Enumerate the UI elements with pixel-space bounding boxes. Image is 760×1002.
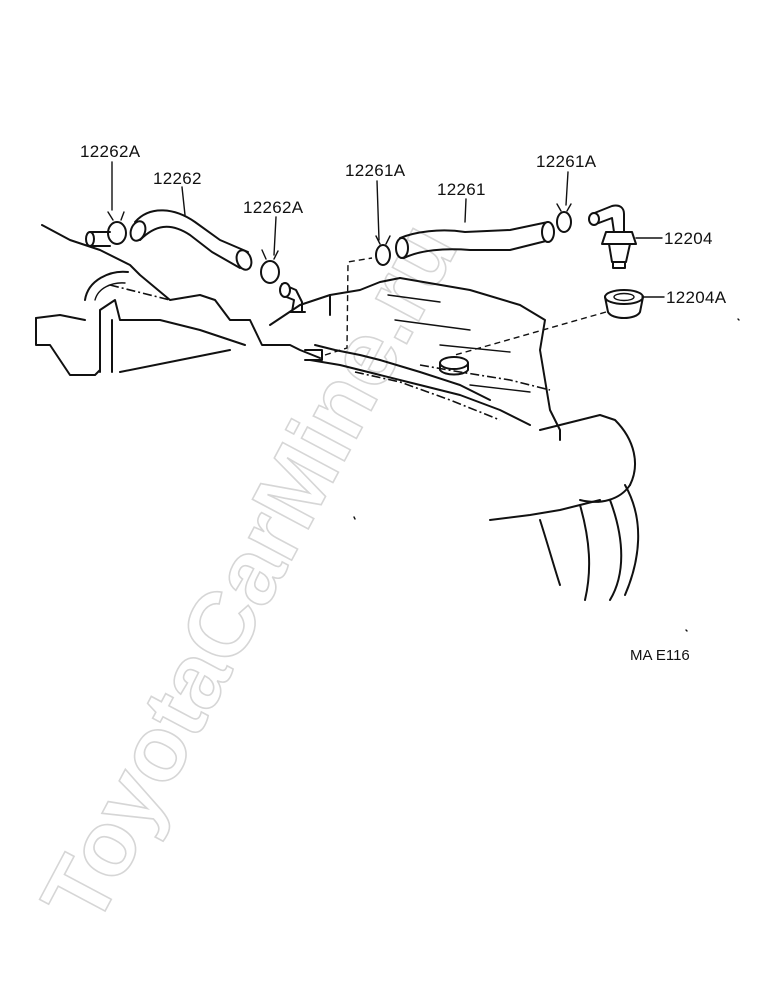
grommet-routing-line bbox=[454, 311, 607, 356]
label-12261[interactable]: 12261 bbox=[437, 180, 486, 199]
routing-line bbox=[324, 257, 373, 356]
label-12262A-mid[interactable]: 12262A bbox=[243, 198, 304, 217]
mark-dot bbox=[737, 318, 740, 321]
elbow-fitting-icon bbox=[279, 282, 306, 313]
clamp-icon bbox=[375, 203, 572, 266]
stub-pipe-icon bbox=[304, 349, 323, 361]
leader-lines bbox=[111, 161, 665, 298]
pcv-valve-icon bbox=[588, 204, 637, 269]
label-12261A-left[interactable]: 12261A bbox=[345, 161, 406, 180]
label-12261A-right[interactable]: 12261A bbox=[536, 152, 597, 171]
label-12204A[interactable]: 12204A bbox=[666, 288, 727, 307]
grommet-icon bbox=[604, 289, 644, 319]
label-12262A-left[interactable]: 12262A bbox=[80, 142, 141, 161]
engine-outline-icon bbox=[35, 224, 640, 601]
diagram-code: MA E116 bbox=[630, 647, 690, 664]
mark-dot bbox=[685, 629, 688, 632]
hose-left-icon bbox=[85, 209, 253, 271]
label-12262[interactable]: 12262 bbox=[153, 169, 202, 188]
label-12204[interactable]: 12204 bbox=[664, 229, 713, 248]
hose-right-icon bbox=[395, 221, 555, 259]
clamp-icon bbox=[107, 211, 280, 284]
watermark-text: ToyotaCarMine.ru bbox=[23, 207, 477, 939]
